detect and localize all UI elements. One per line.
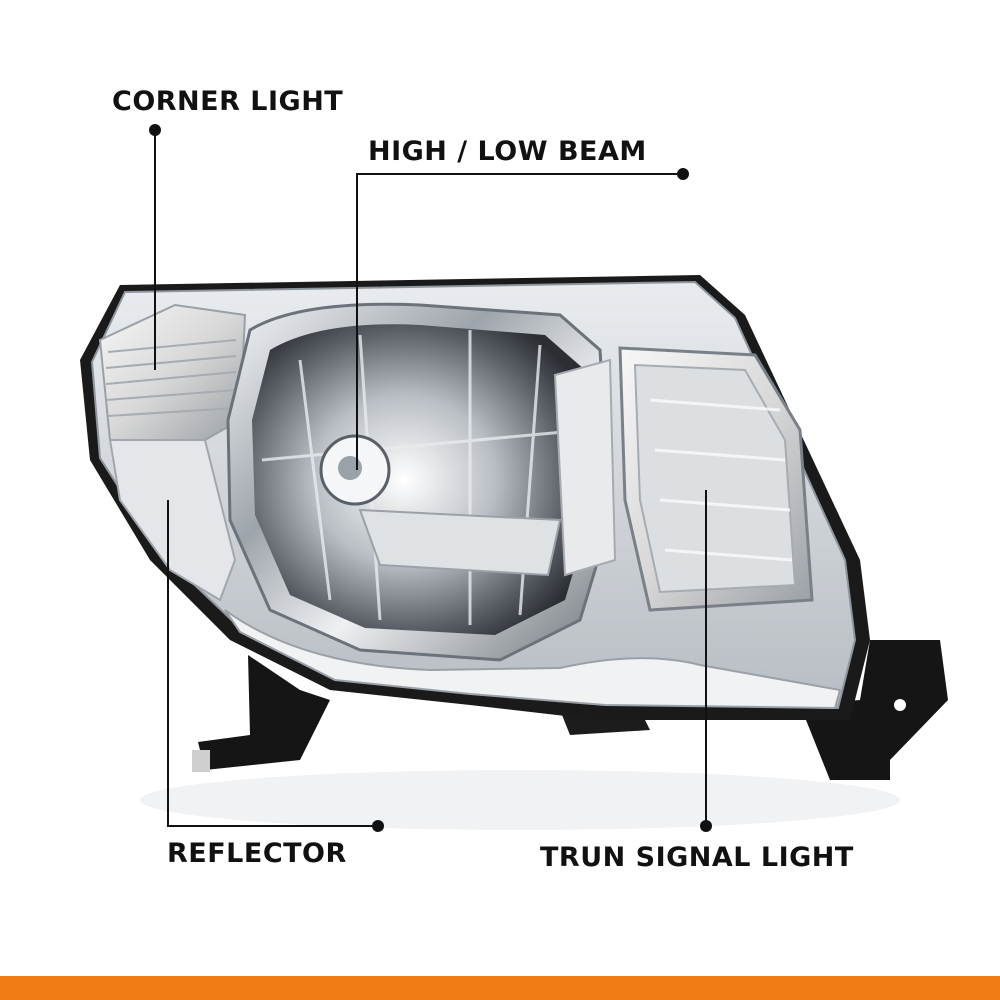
- floor-reflection: [140, 770, 900, 830]
- callout-leaders: [154, 130, 707, 827]
- bracket-hole: [894, 699, 906, 711]
- turn-signal-dot: [700, 820, 712, 832]
- beam-leader: [356, 173, 683, 470]
- corner-light-label: CORNER LIGHT: [112, 86, 344, 117]
- bulb-center: [338, 456, 362, 480]
- reflector-label: REFLECTOR: [167, 838, 347, 869]
- lower-chrome-trim: [224, 609, 842, 710]
- turn-signal-label: TRUN SIGNAL LIGHT: [540, 842, 854, 873]
- side-reflector-panel: [108, 439, 237, 602]
- bottom-accent-bar: [0, 976, 1000, 1000]
- reflector-dot: [372, 820, 384, 832]
- turn-signal-facets: [649, 398, 793, 562]
- beam-side-lens: [553, 358, 617, 577]
- left-mount-bracket: [198, 655, 330, 770]
- corner-light-dot: [149, 124, 161, 136]
- right-mount-bracket: [800, 640, 948, 780]
- corner-light-ribs: [105, 339, 237, 417]
- beam-lower-shield: [358, 508, 562, 577]
- turn-signal-inner: [633, 363, 797, 594]
- left-bracket-tab: [192, 750, 210, 772]
- reflector-leader: [167, 500, 378, 827]
- high-low-beam-label: HIGH / LOW BEAM: [368, 136, 647, 167]
- beam-dot: [677, 168, 689, 180]
